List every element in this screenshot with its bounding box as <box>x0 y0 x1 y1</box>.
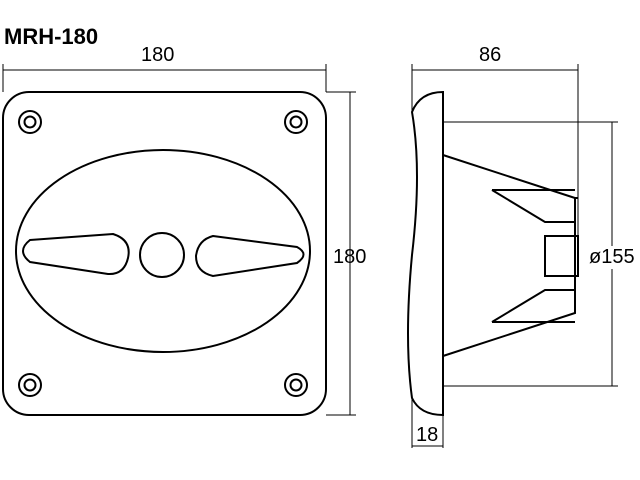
mounting-hole-top-left <box>18 110 42 134</box>
phase-plug <box>139 232 185 278</box>
front-height-dimension <box>326 91 356 416</box>
front-width-dimension <box>2 64 327 92</box>
right-fin <box>194 234 305 278</box>
horn-mouth-ellipse <box>15 149 311 353</box>
driver-mount <box>544 235 579 277</box>
mounting-hole-bottom-left <box>18 373 42 397</box>
model-title: MRH-180 <box>4 24 99 49</box>
front-plate <box>2 91 327 416</box>
side-depth-label: 86 <box>479 44 502 66</box>
front-height-label: 180 <box>333 246 367 268</box>
front-view <box>2 91 327 416</box>
horn-diameter-label: ø155 <box>588 246 636 269</box>
left-fin <box>22 232 130 276</box>
flange-thickness-label: 18 <box>416 424 439 446</box>
horn-inner-upper <box>491 189 575 223</box>
mounting-hole-top-right <box>284 110 308 134</box>
horn-body <box>442 154 576 357</box>
flange-profile <box>407 90 444 417</box>
flange-thickness-dimension <box>411 398 444 448</box>
side-depth-dimension <box>411 64 579 236</box>
front-width-label: 180 <box>141 44 175 66</box>
mounting-hole-bottom-right <box>284 373 308 397</box>
horn-inner-lower <box>491 289 575 323</box>
side-view <box>407 90 579 417</box>
